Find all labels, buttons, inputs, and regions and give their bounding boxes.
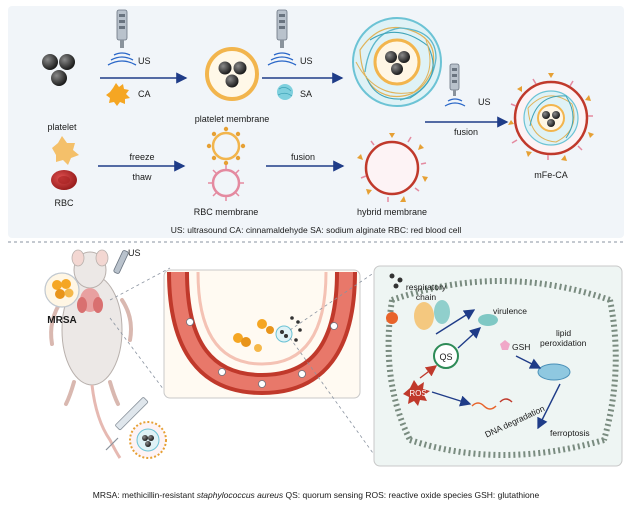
ros-burst-icon bbox=[403, 380, 430, 406]
peroxidation-label: peroxidation bbox=[540, 338, 587, 348]
platelet-membrane-label: platelet membrane bbox=[195, 114, 270, 124]
ultrasound-probe-icon bbox=[107, 9, 137, 66]
ultrasound-probe-icon bbox=[267, 9, 297, 66]
legend-mrsa: MRSA: methicillin-resistant bbox=[93, 490, 197, 500]
arrow-gsh-lipid bbox=[515, 355, 542, 369]
blood-vessel bbox=[167, 271, 357, 396]
ultrasound-probe-icon bbox=[113, 250, 129, 274]
legend-species: staphylococcus aureus bbox=[197, 490, 284, 500]
arrow-to-ferroptosis bbox=[537, 383, 561, 430]
zoom-line bbox=[289, 337, 379, 461]
qs-signaling-icon bbox=[433, 343, 459, 369]
respiratory-label: respiratory bbox=[406, 282, 447, 292]
mouse-illustration bbox=[49, 249, 133, 459]
rbc-membrane-label: RBC membrane bbox=[194, 207, 259, 217]
fe-nanoparticles bbox=[42, 54, 75, 86]
fusion-label-1: fusion bbox=[291, 152, 315, 162]
cinnamaldehyde-icon bbox=[106, 83, 130, 106]
nanoparticle-dots bbox=[386, 273, 403, 324]
zoom-line bbox=[109, 267, 171, 301]
ferroptosis-label: ferroptosis bbox=[550, 428, 590, 438]
rbc-label: RBC bbox=[54, 198, 74, 208]
legend-rest: QS: quorum sensing ROS: reactive oxide s… bbox=[283, 490, 539, 500]
hybrid-membrane-vesicle bbox=[357, 133, 428, 202]
bacteria-cluster bbox=[233, 316, 302, 352]
alginate-coated-particle bbox=[352, 17, 442, 107]
mfe-ca-nanoparticle bbox=[508, 73, 594, 161]
us-label-2: US bbox=[300, 56, 313, 66]
mrsa-label: MRSA bbox=[47, 315, 76, 326]
platelet-membrane-particle bbox=[205, 47, 259, 101]
chain-label: chain bbox=[416, 292, 437, 302]
arrow-ros-dna bbox=[431, 391, 472, 407]
platelet-label: platelet bbox=[47, 122, 77, 132]
arrow-respiratory bbox=[435, 309, 476, 335]
us-label-3: US bbox=[478, 97, 491, 107]
hybrid-membrane-label: hybrid membrane bbox=[357, 207, 427, 217]
syringe-icon bbox=[105, 397, 149, 451]
injected-nanoparticle-inset bbox=[129, 421, 167, 459]
sodium-alginate-icon bbox=[277, 84, 293, 100]
virulence-label: virulence bbox=[493, 306, 527, 316]
dna-icon bbox=[471, 398, 513, 410]
rbc-membrane-vesicle bbox=[208, 165, 244, 201]
lipid-icon bbox=[537, 363, 571, 381]
virulence-factor-icon bbox=[478, 314, 498, 326]
gsh-label: GSH bbox=[512, 342, 530, 352]
thaw-label: thaw bbox=[132, 172, 152, 182]
qs-label: QS bbox=[439, 352, 452, 362]
arrow-qs-virulence bbox=[457, 327, 482, 349]
us-label-mouse: US bbox=[128, 248, 141, 258]
top-panel bbox=[8, 6, 624, 238]
bacterial-membrane bbox=[385, 278, 619, 458]
mfe-ca-label: mFe-CA bbox=[534, 170, 568, 180]
bottom-legend: MRSA: methicillin-resistant staphylococc… bbox=[93, 490, 540, 500]
lipid-label: lipid bbox=[556, 328, 571, 338]
zoom-line bbox=[109, 317, 171, 399]
ca-label: CA bbox=[138, 89, 151, 99]
gsh-icon bbox=[500, 340, 510, 350]
top-legend: US: ultrasound CA: cinnamaldehyde SA: so… bbox=[171, 225, 462, 235]
us-label-1: US bbox=[138, 56, 151, 66]
respiratory-chain-protein bbox=[414, 300, 450, 330]
ultrasound-probe-icon bbox=[444, 63, 466, 107]
freeze-label: freeze bbox=[129, 152, 154, 162]
platelet-membrane-vesicle bbox=[206, 126, 246, 166]
sa-label: SA bbox=[300, 89, 312, 99]
arrow-ros-qs bbox=[419, 365, 438, 379]
fusion-label-2: fusion bbox=[454, 127, 478, 137]
ros-label: ROS bbox=[409, 389, 426, 398]
platelet-icon bbox=[52, 136, 79, 165]
mrsa-infection-inset bbox=[44, 272, 80, 308]
